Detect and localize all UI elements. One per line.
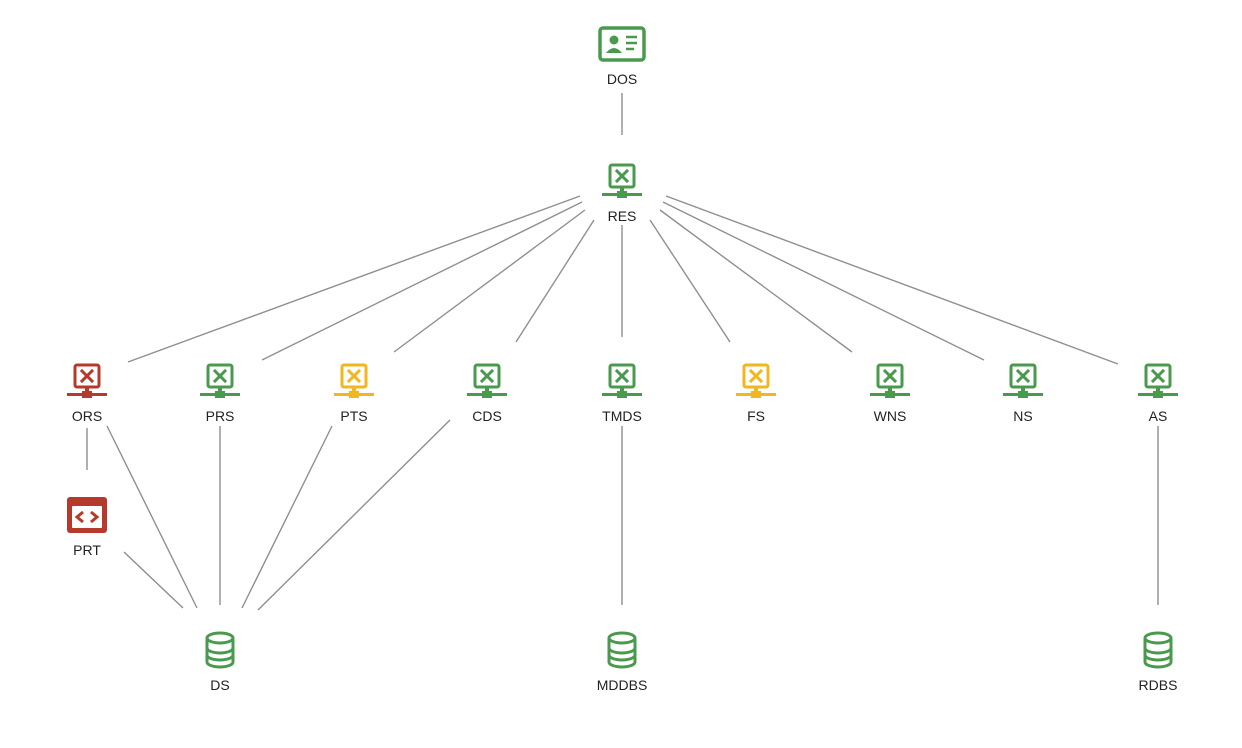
database-icon bbox=[1143, 631, 1173, 669]
node-tmds[interactable]: TMDS bbox=[602, 363, 642, 424]
node-mddbs[interactable]: MDDBS bbox=[597, 631, 648, 693]
node-rdbs[interactable]: RDBS bbox=[1139, 631, 1178, 693]
server-icon bbox=[1003, 363, 1043, 398]
server-icon bbox=[602, 163, 642, 198]
node-wns[interactable]: WNS bbox=[870, 363, 910, 424]
node-label-fs: FS bbox=[747, 408, 765, 424]
server-icon bbox=[67, 363, 107, 398]
server-icon bbox=[736, 363, 776, 398]
node-pts[interactable]: PTS bbox=[334, 363, 374, 424]
node-ns[interactable]: NS bbox=[1003, 363, 1043, 424]
edge-prt-ds bbox=[123, 551, 184, 609]
node-as[interactable]: AS bbox=[1138, 363, 1178, 424]
node-label-tmds: TMDS bbox=[602, 408, 642, 424]
node-prs[interactable]: PRS bbox=[200, 363, 240, 424]
node-cds[interactable]: CDS bbox=[467, 363, 507, 424]
edge-res-cds bbox=[515, 219, 595, 343]
node-label-prt: PRT bbox=[73, 542, 101, 558]
database-icon bbox=[205, 631, 235, 669]
node-label-ds: DS bbox=[210, 677, 229, 693]
node-label-ns: NS bbox=[1013, 408, 1032, 424]
database-icon bbox=[607, 631, 637, 669]
node-label-wns: WNS bbox=[874, 408, 907, 424]
server-icon bbox=[870, 363, 910, 398]
edge-res-pts bbox=[393, 209, 586, 353]
server-icon bbox=[200, 363, 240, 398]
node-prt[interactable]: PRT bbox=[67, 497, 107, 558]
server-icon bbox=[334, 363, 374, 398]
node-label-res: RES bbox=[608, 208, 637, 224]
server-icon bbox=[1138, 363, 1178, 398]
nodes-layer: DOS RES ORS PRS PTS CDS TMDS FS WNS NS AS PRT DS MDDB… bbox=[67, 26, 1178, 693]
node-ors[interactable]: ORS bbox=[67, 363, 107, 424]
edges-layer bbox=[86, 93, 1159, 611]
server-icon bbox=[467, 363, 507, 398]
code-window-icon bbox=[67, 497, 107, 533]
node-label-prs: PRS bbox=[206, 408, 235, 424]
edge-res-prs bbox=[261, 201, 583, 361]
edge-cds-ds bbox=[257, 419, 451, 611]
node-label-rdbs: RDBS bbox=[1139, 677, 1178, 693]
server-icon bbox=[602, 363, 642, 398]
node-label-mddbs: MDDBS bbox=[597, 677, 648, 693]
edge-res-fs bbox=[649, 219, 731, 343]
edge-res-ors bbox=[127, 195, 581, 363]
node-label-as: AS bbox=[1149, 408, 1168, 424]
node-fs[interactable]: FS bbox=[736, 363, 776, 424]
edge-res-wns bbox=[659, 209, 853, 353]
edge-ors-ds bbox=[106, 425, 198, 609]
edge-pts-ds bbox=[241, 425, 333, 609]
edge-res-as bbox=[665, 195, 1119, 365]
node-label-pts: PTS bbox=[340, 408, 367, 424]
node-dos[interactable]: DOS bbox=[598, 26, 646, 87]
node-label-dos: DOS bbox=[607, 71, 637, 87]
edge-res-ns bbox=[662, 201, 985, 361]
id-card-icon bbox=[598, 26, 646, 62]
node-ds[interactable]: DS bbox=[205, 631, 235, 693]
node-label-ors: ORS bbox=[72, 408, 102, 424]
node-res[interactable]: RES bbox=[602, 163, 642, 224]
node-label-cds: CDS bbox=[472, 408, 502, 424]
